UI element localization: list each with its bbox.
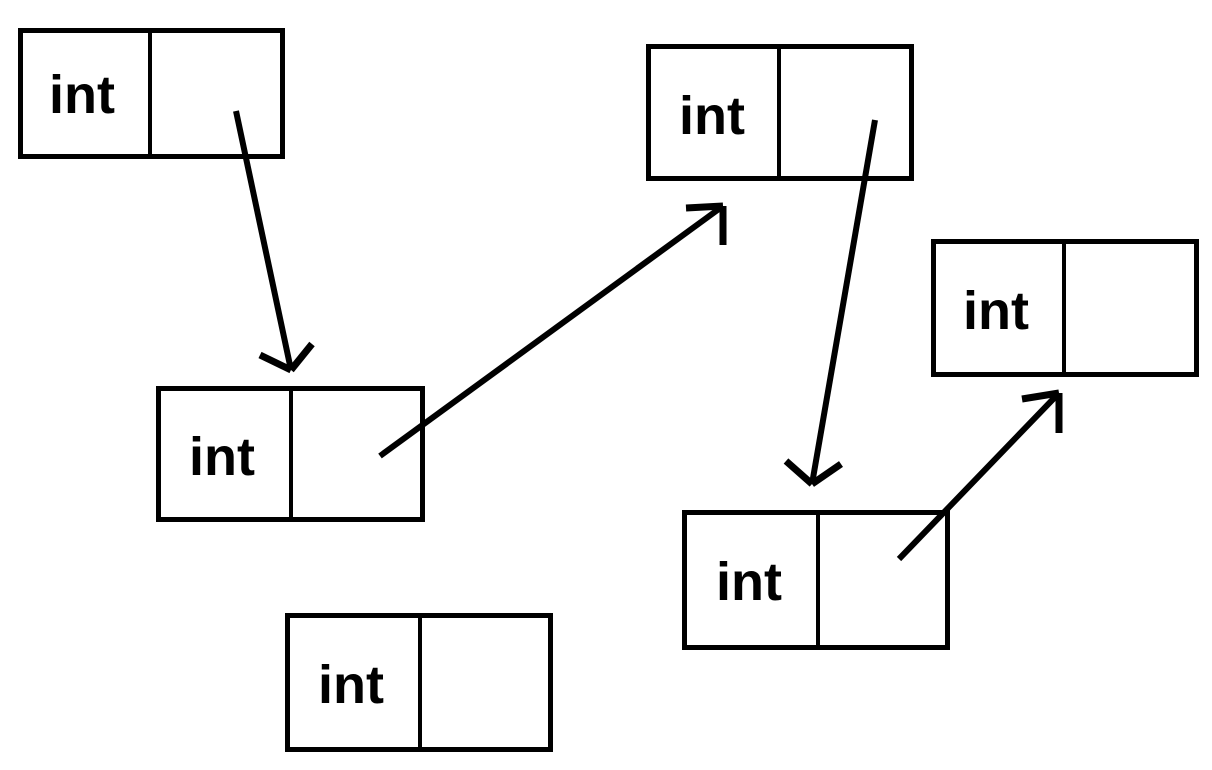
- nodes-layer: int int int int int int: [18, 28, 1199, 752]
- arrow-top-left-to-middle-left[interactable]: [233, 110, 315, 374]
- node-data-label: int: [49, 65, 115, 125]
- node-data-label: int: [963, 281, 1029, 341]
- node-middle-left[interactable]: int: [156, 386, 425, 522]
- arrowhead-barb-left: [1021, 389, 1060, 403]
- node-bottom-right[interactable]: int: [682, 510, 950, 650]
- node-data-label: int: [679, 86, 745, 146]
- node-right[interactable]: int: [931, 239, 1199, 377]
- node-data-label: int: [189, 427, 255, 487]
- arrow-bottom-right-to-right[interactable]: [896, 389, 1063, 562]
- node-bottom-left[interactable]: int: [285, 613, 553, 752]
- pointer-line: [378, 203, 725, 459]
- arrows-layer: [233, 110, 1063, 562]
- arrowhead-barb-left: [783, 458, 815, 487]
- pointer-line: [233, 110, 294, 371]
- arrowhead-barb-left: [258, 351, 293, 374]
- node-top-left[interactable]: int: [18, 28, 285, 159]
- pointer-line: [896, 390, 1062, 562]
- arrowhead-barb-right: [288, 341, 315, 373]
- node-data-label: int: [716, 552, 782, 612]
- arrowhead-barb-right: [810, 461, 843, 487]
- arrowhead-barb-left: [685, 202, 724, 212]
- node-top-center[interactable]: int: [646, 44, 914, 181]
- pointer-line: [809, 119, 878, 485]
- node-data-label: int: [318, 655, 384, 715]
- arrow-middle-left-to-top-center[interactable]: [378, 202, 727, 459]
- arrow-top-center-to-bottom-right[interactable]: [783, 119, 878, 487]
